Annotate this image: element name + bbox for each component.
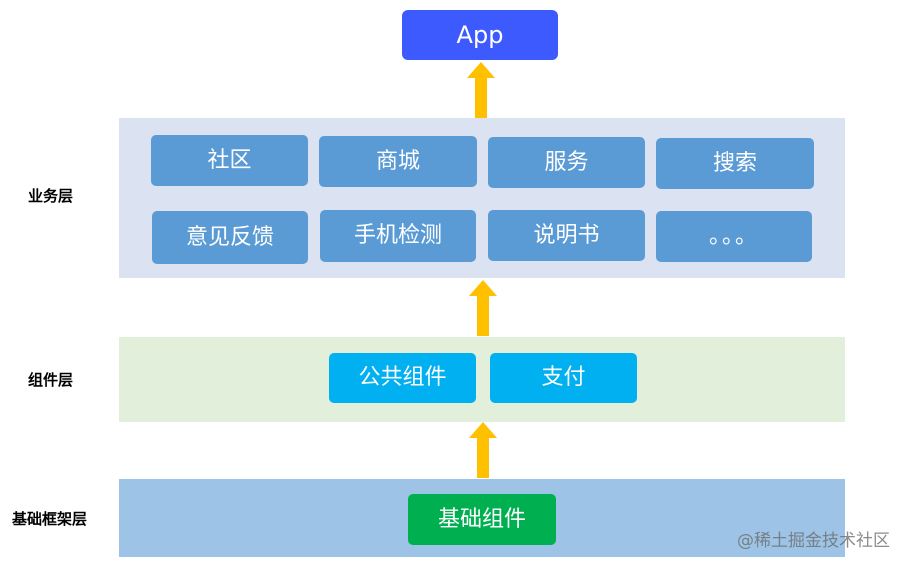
module-label: 搜索: [712, 150, 757, 176]
business-module-feedback: 意见反馈: [152, 211, 308, 264]
business-layer-label: 业务层: [28, 187, 74, 205]
module-label: 商城: [375, 148, 420, 174]
module-label: 意见反馈: [185, 224, 274, 250]
component-module-payment: 支付: [490, 353, 637, 403]
watermark-text: @稀土掘金技术社区: [737, 531, 890, 551]
business-module-service: 服务: [488, 137, 645, 188]
component-module-common: 公共组件: [329, 353, 476, 403]
arrow-component-to-business: [469, 280, 497, 336]
base-module-base-components: 基础组件: [408, 494, 556, 545]
component-layer-band: [119, 337, 845, 422]
module-label: 社区: [207, 147, 252, 173]
business-module-mall: 商城: [319, 136, 477, 187]
module-label: 服务: [544, 149, 589, 175]
module-label: 基础组件: [437, 506, 526, 532]
module-label: 支付: [541, 365, 586, 390]
business-module-community: 社区: [151, 135, 308, 186]
module-label: 。。。: [708, 223, 759, 249]
module-label: 公共组件: [358, 365, 447, 390]
module-label: 手机检测: [353, 223, 442, 248]
app-label: App: [456, 21, 504, 49]
business-module-phone-check: 手机检测: [320, 210, 476, 262]
base-layer-label: 基础框架层: [12, 510, 88, 528]
component-layer-label: 组件层: [28, 371, 74, 389]
business-module-search: 搜索: [656, 138, 814, 189]
module-label: 说明书: [533, 222, 600, 248]
arrow-business-to-app: [467, 62, 495, 118]
arrow-base-to-component: [469, 422, 497, 478]
business-module-more: 。。。: [656, 211, 812, 262]
app-box: App: [402, 10, 558, 60]
business-module-manual: 说明书: [488, 210, 645, 261]
